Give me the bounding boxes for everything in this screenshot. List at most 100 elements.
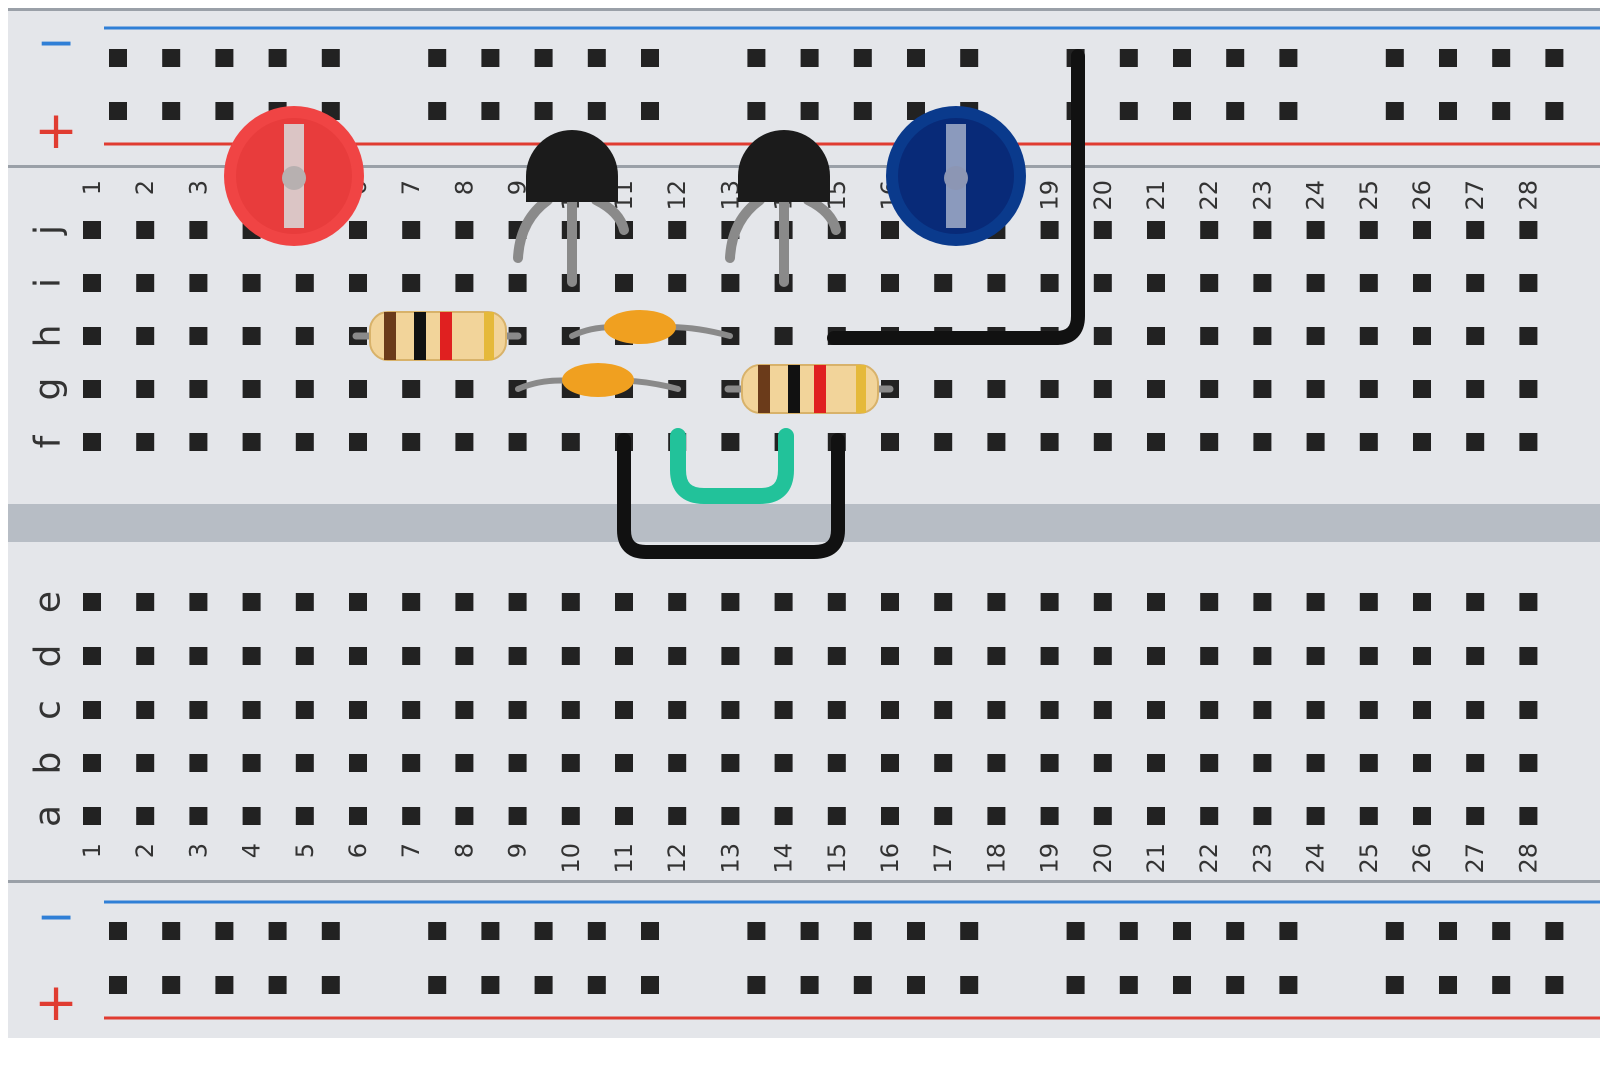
resistor-2[interactable] bbox=[724, 364, 894, 414]
hole-a24[interactable] bbox=[1306, 807, 1325, 825]
hole-c18[interactable] bbox=[987, 701, 1006, 719]
hole-c10[interactable] bbox=[561, 701, 580, 719]
hole-i17[interactable] bbox=[934, 274, 953, 292]
bottom-minus-rail-hole[interactable] bbox=[587, 922, 606, 940]
bottom-minus-rail-hole[interactable] bbox=[800, 922, 819, 940]
hole-b1[interactable] bbox=[83, 754, 101, 772]
hole-a8[interactable] bbox=[455, 807, 474, 825]
hole-j23[interactable] bbox=[1253, 221, 1272, 239]
hole-f26[interactable] bbox=[1413, 433, 1431, 451]
black-wire-bridge[interactable] bbox=[617, 433, 845, 559]
top-minus-rail-hole[interactable] bbox=[1119, 49, 1138, 67]
hole-c3[interactable] bbox=[189, 701, 208, 719]
hole-e24[interactable] bbox=[1306, 593, 1325, 611]
hole-f20[interactable] bbox=[1093, 433, 1112, 451]
hole-c26[interactable] bbox=[1413, 701, 1431, 719]
bottom-plus-rail-hole[interactable] bbox=[268, 976, 287, 994]
resistor-1[interactable] bbox=[352, 311, 522, 361]
hole-h5[interactable] bbox=[295, 327, 314, 345]
hole-e10[interactable] bbox=[561, 593, 580, 611]
green-jumper[interactable] bbox=[670, 428, 794, 504]
hole-g1[interactable] bbox=[83, 380, 101, 398]
hole-g21[interactable] bbox=[1147, 380, 1165, 398]
bottom-plus-rail-hole[interactable] bbox=[215, 976, 234, 994]
bottom-plus-rail-hole[interactable] bbox=[428, 976, 447, 994]
bottom-minus-rail-hole[interactable] bbox=[1173, 922, 1191, 940]
hole-c9[interactable] bbox=[508, 701, 527, 719]
hole-f17[interactable] bbox=[934, 433, 953, 451]
bottom-plus-rail-hole[interactable] bbox=[1119, 976, 1138, 994]
hole-i20[interactable] bbox=[1093, 274, 1112, 292]
hole-g25[interactable] bbox=[1359, 380, 1378, 398]
hole-b26[interactable] bbox=[1413, 754, 1431, 772]
hole-j21[interactable] bbox=[1147, 221, 1165, 239]
hole-i15[interactable] bbox=[827, 274, 846, 292]
hole-e13[interactable] bbox=[721, 593, 740, 611]
hole-c17[interactable] bbox=[934, 701, 953, 719]
hole-a3[interactable] bbox=[189, 807, 208, 825]
hole-d21[interactable] bbox=[1147, 647, 1165, 665]
top-plus-rail-hole[interactable] bbox=[641, 102, 659, 120]
hole-i18[interactable] bbox=[987, 274, 1006, 292]
hole-h28[interactable] bbox=[1519, 327, 1538, 345]
top-minus-rail-hole[interactable] bbox=[1545, 49, 1564, 67]
hole-d14[interactable] bbox=[774, 647, 793, 665]
hole-a2[interactable] bbox=[136, 807, 155, 825]
hole-c21[interactable] bbox=[1147, 701, 1165, 719]
hole-a14[interactable] bbox=[774, 807, 793, 825]
hole-f18[interactable] bbox=[987, 433, 1006, 451]
hole-a22[interactable] bbox=[1200, 807, 1219, 825]
black-wire-power[interactable] bbox=[827, 49, 1085, 345]
hole-i8[interactable] bbox=[455, 274, 474, 292]
top-plus-rail-hole[interactable] bbox=[1119, 102, 1138, 120]
hole-d19[interactable] bbox=[1040, 647, 1059, 665]
hole-f22[interactable] bbox=[1200, 433, 1219, 451]
hole-h22[interactable] bbox=[1200, 327, 1219, 345]
bottom-minus-rail-hole[interactable] bbox=[109, 922, 127, 940]
hole-e20[interactable] bbox=[1093, 593, 1112, 611]
bottom-plus-rail-hole[interactable] bbox=[747, 976, 766, 994]
hole-b6[interactable] bbox=[349, 754, 367, 772]
bottom-plus-rail-hole[interactable] bbox=[1545, 976, 1564, 994]
bottom-minus-rail-hole[interactable] bbox=[534, 922, 553, 940]
top-plus-rail-hole[interactable] bbox=[534, 102, 553, 120]
hole-d2[interactable] bbox=[136, 647, 155, 665]
top-minus-rail-hole[interactable] bbox=[587, 49, 606, 67]
hole-f19[interactable] bbox=[1040, 433, 1059, 451]
bottom-plus-rail-hole[interactable] bbox=[1492, 976, 1511, 994]
hole-h21[interactable] bbox=[1147, 327, 1165, 345]
hole-h1[interactable] bbox=[83, 327, 101, 345]
hole-d27[interactable] bbox=[1466, 647, 1485, 665]
hole-e6[interactable] bbox=[349, 593, 367, 611]
hole-d7[interactable] bbox=[402, 647, 421, 665]
hole-d22[interactable] bbox=[1200, 647, 1219, 665]
hole-d20[interactable] bbox=[1093, 647, 1112, 665]
hole-b16[interactable] bbox=[881, 754, 899, 772]
hole-c2[interactable] bbox=[136, 701, 155, 719]
hole-e19[interactable] bbox=[1040, 593, 1059, 611]
top-minus-rail-hole[interactable] bbox=[321, 49, 340, 67]
bottom-minus-rail-hole[interactable] bbox=[215, 922, 234, 940]
hole-g23[interactable] bbox=[1253, 380, 1272, 398]
top-plus-rail-hole[interactable] bbox=[907, 102, 925, 120]
hole-j6[interactable] bbox=[349, 221, 367, 239]
hole-h2[interactable] bbox=[136, 327, 155, 345]
hole-b25[interactable] bbox=[1359, 754, 1378, 772]
hole-c8[interactable] bbox=[455, 701, 474, 719]
hole-g19[interactable] bbox=[1040, 380, 1059, 398]
top-minus-rail-hole[interactable] bbox=[641, 49, 659, 67]
hole-i28[interactable] bbox=[1519, 274, 1538, 292]
hole-f7[interactable] bbox=[402, 433, 421, 451]
hole-b24[interactable] bbox=[1306, 754, 1325, 772]
hole-e28[interactable] bbox=[1519, 593, 1538, 611]
hole-j1[interactable] bbox=[83, 221, 101, 239]
hole-d5[interactable] bbox=[295, 647, 314, 665]
hole-d9[interactable] bbox=[508, 647, 527, 665]
bottom-plus-rail-hole[interactable] bbox=[853, 976, 872, 994]
top-plus-rail-hole[interactable] bbox=[1545, 102, 1564, 120]
hole-b11[interactable] bbox=[615, 754, 633, 772]
top-plus-rail-hole[interactable] bbox=[1279, 102, 1298, 120]
top-minus-rail-hole[interactable] bbox=[1226, 49, 1245, 67]
hole-c13[interactable] bbox=[721, 701, 740, 719]
top-plus-rail-hole[interactable] bbox=[853, 102, 872, 120]
